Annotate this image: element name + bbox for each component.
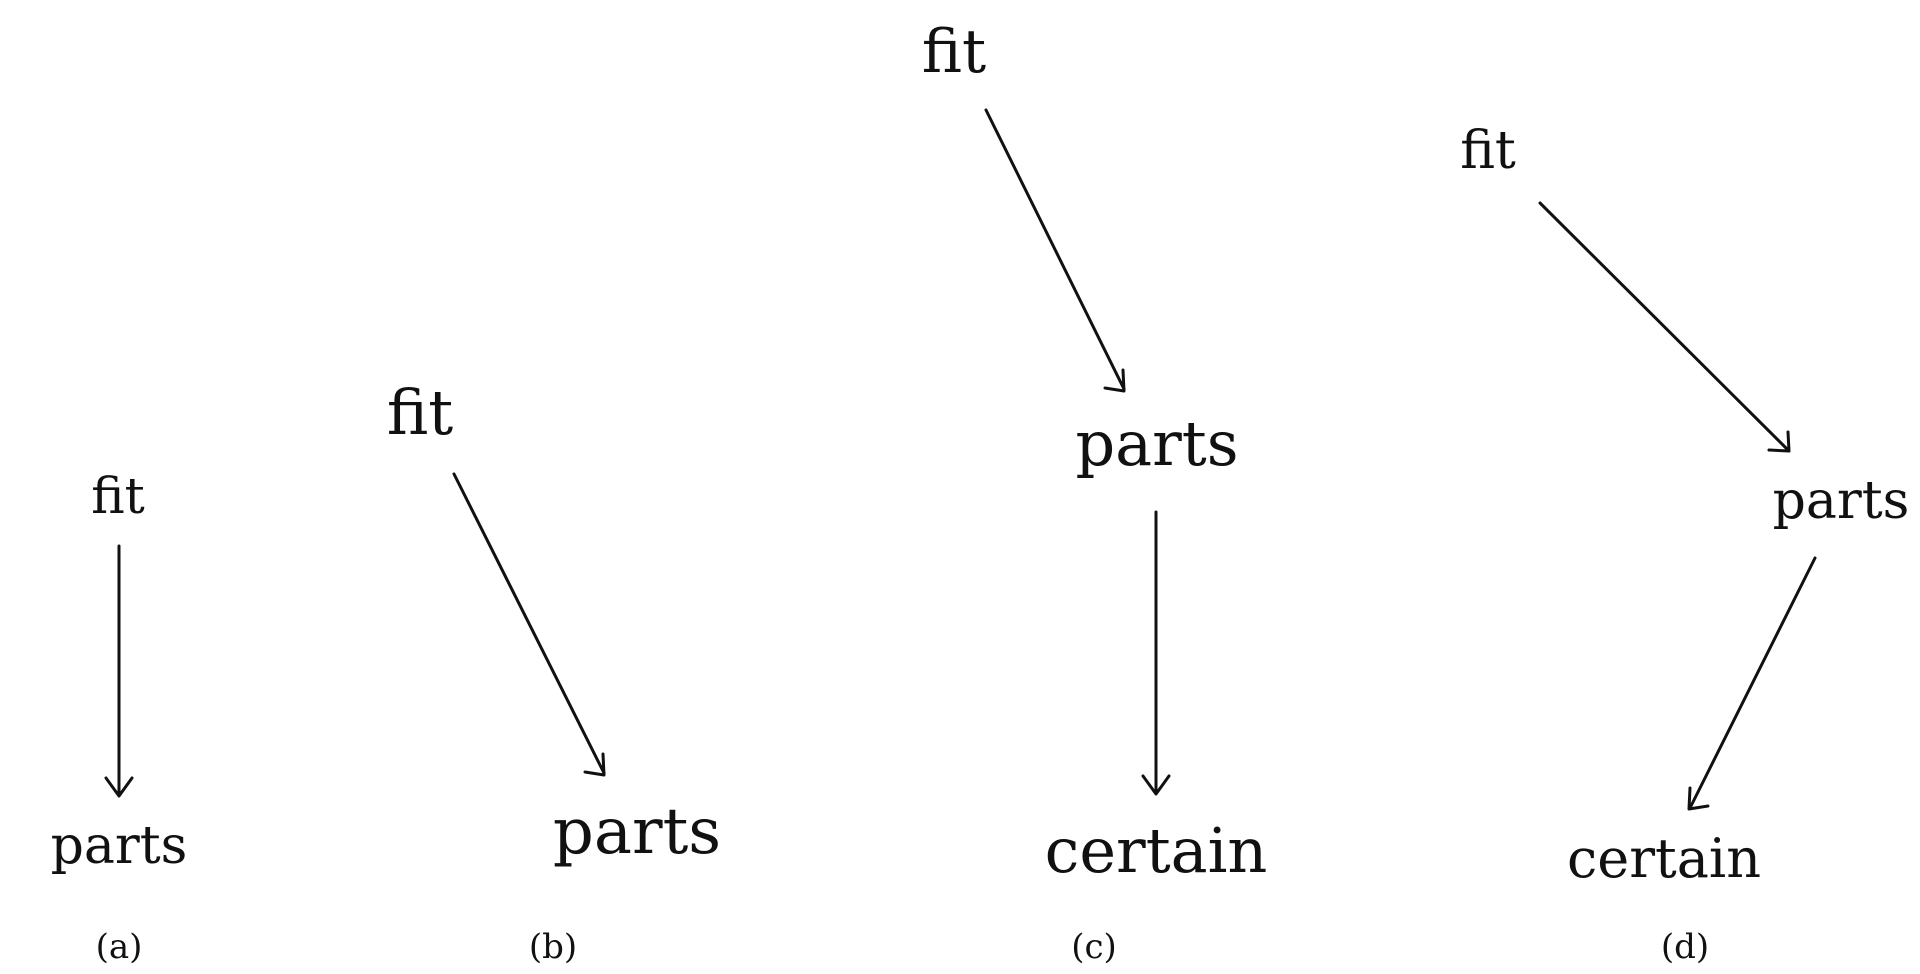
panel-c: fit parts certain (c) [922, 17, 1267, 967]
arrowhead-icon [1687, 786, 1710, 811]
panel-c-node-fit: fit [922, 17, 986, 87]
panel-b-node-parts: parts [553, 795, 721, 869]
panel-b-node-fit: fit [387, 376, 453, 449]
panel-c-node-certain: certain [1045, 814, 1268, 887]
panel-a-edge-fit-to-parts [104, 544, 134, 798]
panel-d: fit parts certain (d) [1460, 121, 1909, 967]
panel-c-edge-fit-to-parts [984, 108, 1126, 393]
panel-b-caption: (b) [529, 927, 577, 967]
panel-a-caption: (a) [96, 927, 143, 967]
panel-d-edge-parts-to-certain [1687, 556, 1817, 811]
panel-c-node-parts: parts [1075, 407, 1238, 480]
panel-a-node-fit: fit [91, 467, 144, 525]
panel-c-edge-parts-to-certain [1141, 510, 1171, 796]
arrowhead-icon [1767, 430, 1791, 453]
panel-d-node-fit: fit [1460, 121, 1516, 181]
arrowhead-icon [104, 776, 134, 798]
panel-b-edge-fit-to-parts [452, 472, 606, 777]
panel-c-caption: (c) [1071, 927, 1117, 967]
panel-d-node-certain: certain [1567, 827, 1761, 890]
panel-d-node-parts: parts [1773, 471, 1910, 531]
panel-d-edge-fit-to-parts [1538, 201, 1791, 453]
arrowhead-icon [1141, 774, 1171, 796]
panel-a: fit parts (a) [51, 467, 188, 967]
panel-a-node-parts: parts [51, 816, 188, 876]
arrowhead-icon [1103, 368, 1126, 393]
panel-d-caption: (d) [1661, 927, 1709, 967]
panel-b: fit parts (b) [387, 376, 721, 967]
arrowhead-icon [583, 752, 606, 777]
